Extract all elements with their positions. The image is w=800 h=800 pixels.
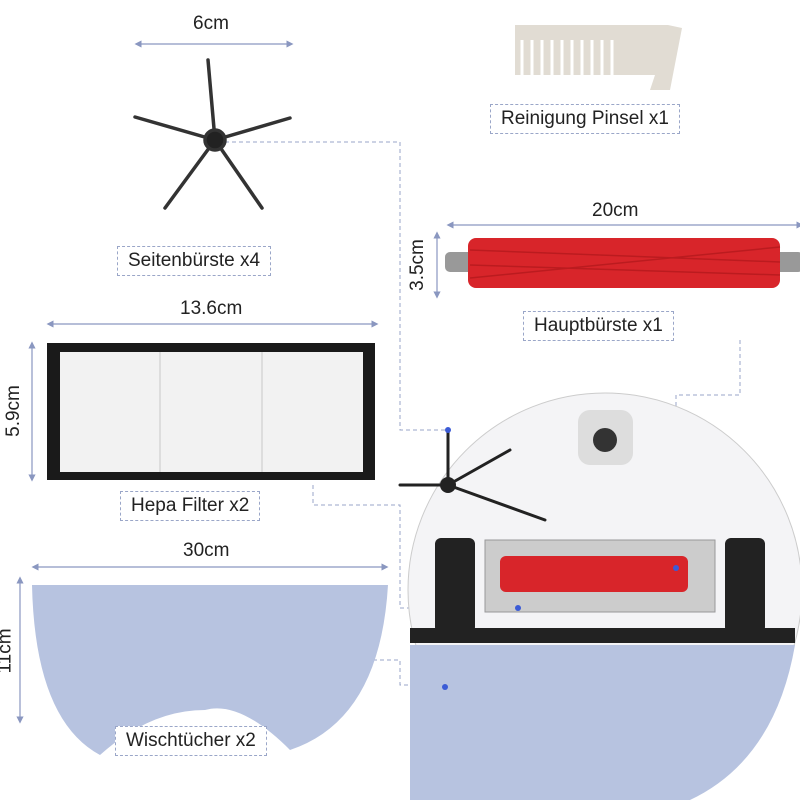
cleaning-tool-image [515,25,682,90]
main-brush-label: Hauptbürste x1 [523,311,674,341]
side-brush-label: Seitenbürste x4 [117,246,272,276]
hepa-filter-height: 5.9cm [2,385,24,437]
robot-mop-cloth-image [410,645,795,800]
hepa-filter-label: Hepa Filter x2 [120,491,261,521]
main-brush-height: 3.5cm [406,239,428,291]
mop-cloth-image [32,585,388,755]
main-brush-width: 20cm [592,200,639,221]
main-brush-image [445,238,800,288]
dimension-lines [16,40,800,724]
mop-cloth-width: 30cm [183,540,230,561]
side-brush-width: 6cm [193,13,229,34]
mop-cloth-label: Wischtücher x2 [115,726,267,756]
cleaning-tool-label: Reinigung Pinsel x1 [490,104,680,134]
pointer-dots [442,427,679,690]
hepa-filter-width: 13.6cm [180,298,243,319]
mop-cloth-height: 11cm [0,628,16,674]
side-brush-image [133,58,292,210]
hepa-filter-image [47,343,375,480]
